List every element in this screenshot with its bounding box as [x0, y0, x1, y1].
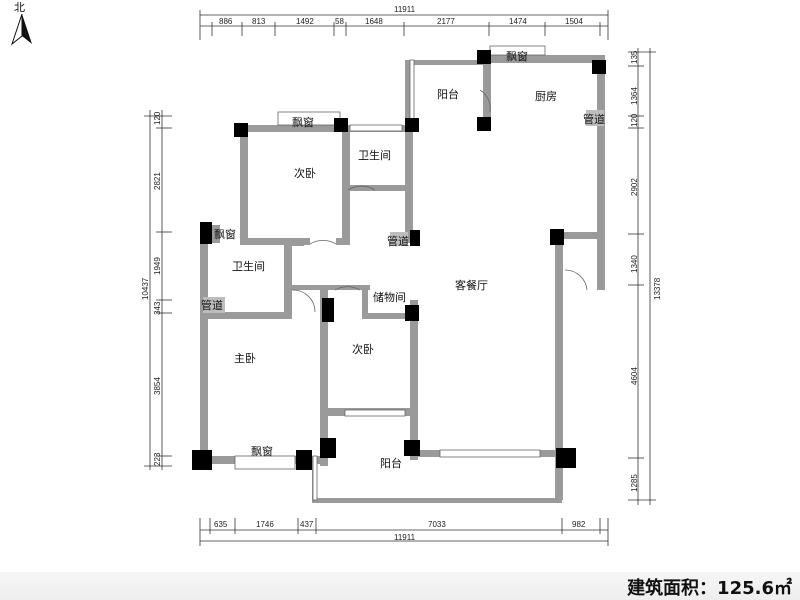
room-pipe-kitchen: 管道: [583, 112, 605, 126]
room-bedroom-2: 次卧: [294, 166, 316, 180]
room-bay-window-bed2: 飘窗: [292, 115, 314, 129]
room-master-bedroom: 主卧: [234, 352, 256, 365]
room-bay-window-left: 飘窗: [214, 227, 236, 241]
room-bathroom-left: 卫生间: [232, 259, 265, 273]
dim-top-1: 886: [219, 17, 233, 26]
room-living-dining: 客餐厅: [455, 278, 488, 292]
dim-bottom-4: 7033: [428, 520, 446, 529]
dim-left-2: 2821: [153, 172, 162, 190]
room-balcony-bottom: 阳台: [380, 456, 402, 470]
room-bedroom-3: 次卧: [352, 342, 374, 356]
room-pipe-left: 管道: [201, 298, 223, 312]
room-kitchen: 厨房: [535, 90, 557, 103]
dim-right-7: 1285: [630, 474, 639, 492]
dim-left-total: 10437: [141, 277, 150, 300]
dim-top-4: 58: [335, 17, 344, 26]
dim-left-4: 343: [153, 301, 162, 315]
north-arrow-icon: [10, 13, 32, 46]
room-storage: 储物间: [373, 290, 406, 304]
dimension-lines: [144, 10, 656, 546]
dim-top-3: 1492: [296, 17, 314, 26]
dim-left-6: 223: [153, 452, 162, 466]
room-bay-window-master: 飘窗: [251, 444, 273, 458]
dim-right-3: 120: [630, 113, 639, 127]
dim-right-6: 4604: [630, 367, 639, 385]
dim-bottom-3: 437: [300, 520, 314, 529]
dim-bottom-1: 635: [214, 520, 228, 529]
doors: [291, 89, 588, 313]
dim-top-6: 2177: [437, 17, 455, 26]
pipe-shafts: [203, 110, 604, 313]
dim-left-5: 3854: [153, 377, 162, 395]
room-bathroom-top: 卫生间: [358, 148, 391, 162]
room-bay-window-kitchen: 飘窗: [506, 49, 528, 63]
dim-top-8: 1504: [565, 17, 583, 26]
dim-top-7: 1474: [509, 17, 527, 26]
room-pipe-center: 管道: [387, 234, 409, 248]
dim-bottom-5: 982: [572, 520, 586, 529]
dim-right-2: 1364: [630, 87, 639, 105]
dim-right-5: 1340: [630, 255, 639, 273]
dim-bottom-2: 1746: [256, 520, 274, 529]
dim-bottom-total: 11911: [394, 533, 416, 542]
footer-bar: [0, 572, 800, 600]
walls: [200, 55, 605, 503]
dim-right-total: 13378: [653, 277, 662, 300]
dim-right-4: 2902: [630, 178, 639, 196]
building-area: 建筑面积：125.6㎡: [627, 578, 792, 599]
dim-left-3: 1949: [153, 257, 162, 275]
north-label: 北: [14, 1, 25, 14]
dim-right-1: 135: [630, 50, 639, 64]
dim-top-total: 11911: [394, 5, 416, 14]
dim-left-1: 120: [153, 111, 162, 125]
dim-top-5: 1648: [365, 17, 383, 26]
structural-columns: [192, 50, 606, 470]
windows: [234, 45, 546, 501]
room-balcony-top: 阳台: [437, 87, 459, 101]
dim-top-2: 813: [252, 17, 266, 26]
